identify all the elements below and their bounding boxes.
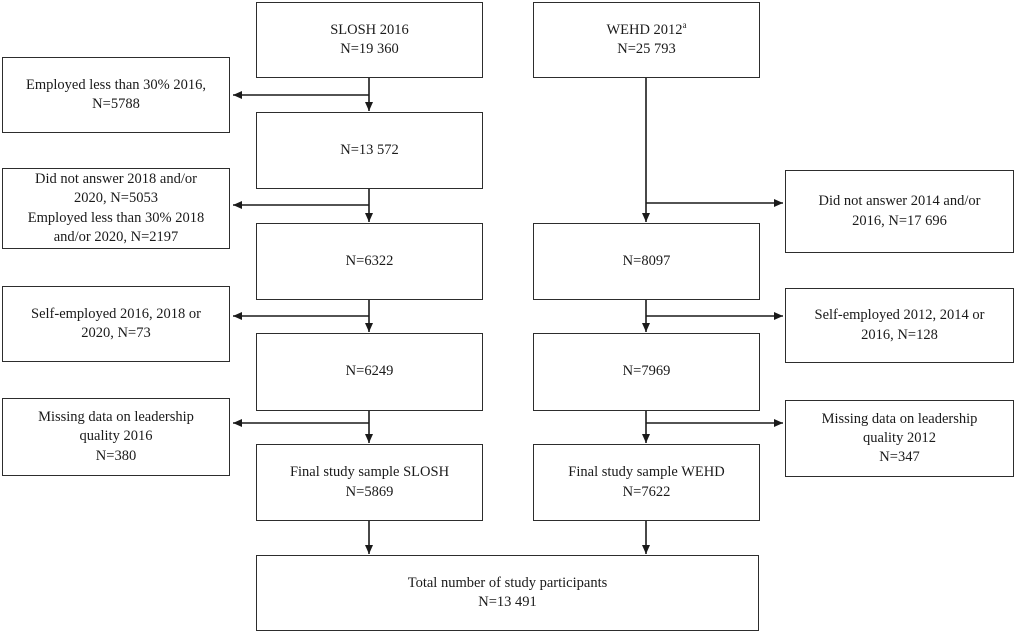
box-line: Did not answer 2014 and/or <box>818 193 981 210</box>
box-line-text: WEHD 2012 <box>606 21 683 38</box>
box-line: N=8097 <box>622 252 671 269</box>
box-line: 2016, N=128 <box>861 326 938 343</box>
box-line: SLOSH 2016 <box>330 21 409 38</box>
box-wehd-start: WEHD 2012a N=25 793 <box>533 2 760 78</box>
box-total-participants: Total number of study participants N=13 … <box>256 555 759 631</box>
box-line: Employed less than 30% 2018 <box>27 209 205 226</box>
box-line: Employed less than 30% 2016, <box>25 76 207 93</box>
box-slosh-step3: N=6322 <box>256 223 483 300</box>
box-slosh-exclusion-1: Employed less than 30% 2016, N=5788 <box>2 57 230 133</box>
box-line: N=347 <box>879 449 920 466</box>
box-line: N=5869 <box>345 483 394 500</box>
box-line: 2016, N=17 696 <box>852 212 947 229</box>
box-line: N=380 <box>95 447 137 464</box>
box-line: Missing data on leadership <box>821 410 978 427</box>
box-line: quality 2012 <box>863 429 936 446</box>
box-slosh-exclusion-4: Missing data on leadership quality 2016 … <box>2 398 230 476</box>
box-wehd-exclusion-2: Self-employed 2012, 2014 or 2016, N=128 <box>785 288 1014 363</box>
box-wehd-step3: N=7969 <box>533 333 760 411</box>
box-line: and/or 2020, N=2197 <box>53 228 179 245</box>
box-slosh-exclusion-3: Self-employed 2016, 2018 or 2020, N=73 <box>2 286 230 362</box>
footnote-marker: a <box>682 20 687 31</box>
box-line: quality 2016 <box>79 428 153 445</box>
box-line: N=13 572 <box>340 141 399 158</box>
box-line: N=5788 <box>92 96 140 112</box>
box-line: N=6322 <box>345 252 394 269</box>
box-slosh-exclusion-2: Did not answer 2018 and/or 2020, N=5053 … <box>2 168 230 249</box>
box-line: Final study sample SLOSH <box>289 464 450 481</box>
box-wehd-final: Final study sample WEHD N=7622 <box>533 444 760 521</box>
box-line: 2020, N=5053 <box>74 190 158 207</box>
box-slosh-step4: N=6249 <box>256 333 483 411</box>
box-wehd-exclusion-1: Did not answer 2014 and/or 2016, N=17 69… <box>785 170 1014 253</box>
box-line: Missing data on leadership <box>38 409 194 426</box>
box-line: Self-employed 2012, 2014 or <box>814 307 985 324</box>
box-line: N=13 491 <box>478 594 537 610</box>
box-wehd-step2: N=8097 <box>533 223 760 300</box>
box-line: N=25 793 <box>617 41 676 57</box>
box-line: N=7969 <box>622 363 671 380</box>
box-line: N=7622 <box>622 483 671 500</box>
box-slosh-final: Final study sample SLOSH N=5869 <box>256 444 483 521</box>
box-wehd-exclusion-3: Missing data on leadership quality 2012 … <box>785 400 1014 477</box>
box-line: Self-employed 2016, 2018 or <box>31 305 201 322</box>
box-line: N=6249 <box>345 363 394 380</box>
box-line: 2020, N=73 <box>81 325 151 341</box>
box-slosh-start: SLOSH 2016 N=19 360 <box>256 2 483 78</box>
box-line: Final study sample WEHD <box>568 464 725 481</box>
box-line: WEHD 2012a <box>606 21 686 40</box>
box-line: N=19 360 <box>340 41 399 57</box>
box-line: Total number of study participants <box>407 574 608 591</box>
box-line: Did not answer 2018 and/or <box>35 171 197 188</box>
box-slosh-step2: N=13 572 <box>256 112 483 189</box>
